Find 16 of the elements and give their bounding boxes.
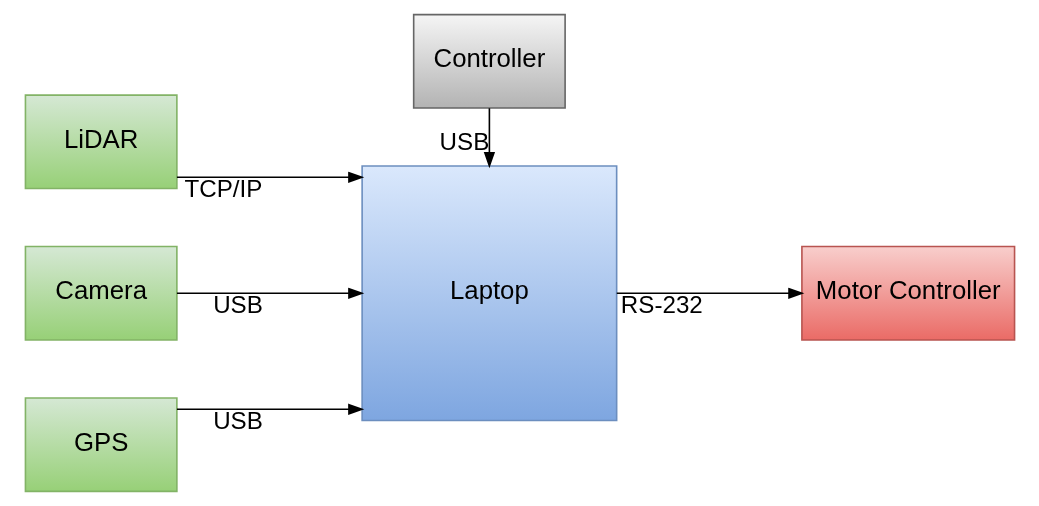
arrow bbox=[175, 403, 364, 415]
arrow bbox=[175, 287, 364, 299]
node-box: Camera bbox=[24, 245, 178, 341]
node-box: LiDAR bbox=[24, 94, 178, 190]
edge-label: USB bbox=[212, 290, 263, 318]
arrow bbox=[175, 171, 364, 183]
node-box: GPS bbox=[24, 397, 178, 493]
arrow bbox=[483, 107, 495, 169]
node-box: Motor Controller bbox=[800, 245, 1015, 341]
edge-label: USB bbox=[439, 127, 489, 155]
edge-label: RS-232 bbox=[620, 290, 703, 318]
edge-label: TCP/IP bbox=[184, 174, 262, 202]
edge-label: USB bbox=[212, 406, 263, 434]
node-box: Laptop bbox=[360, 165, 617, 422]
arrow bbox=[615, 287, 804, 299]
node-box: Controller bbox=[412, 13, 566, 109]
